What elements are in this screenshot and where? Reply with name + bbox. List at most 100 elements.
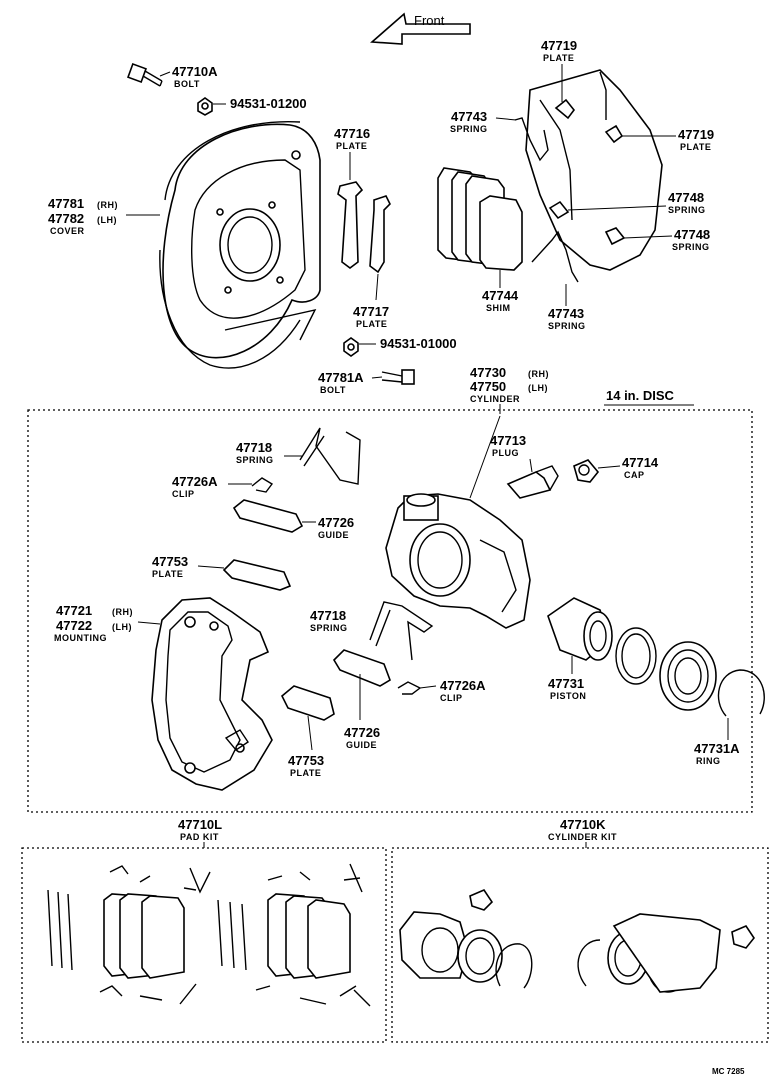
label-47731a-name: RING xyxy=(696,756,721,766)
label-94531-01000: 94531-01000 xyxy=(380,336,457,351)
label-47748-upper: 47748 xyxy=(668,190,704,205)
label-47718-upper-name: SPRING xyxy=(236,455,274,465)
spring-47718-lower xyxy=(369,601,434,661)
caliper-cylinder-body xyxy=(385,493,531,629)
guide-47726-lower xyxy=(332,649,391,687)
label-47730-sub: (RH) xyxy=(528,369,549,379)
piston-seal xyxy=(615,627,657,685)
label-47743-bottom: 47743 xyxy=(548,306,584,321)
cylinder-kit-contents xyxy=(399,889,755,993)
nut-94531-01200 xyxy=(197,97,213,116)
label-47718-lower-name: SPRING xyxy=(310,623,348,633)
label-47726-upper-name: GUIDE xyxy=(318,530,349,540)
ring-47731a xyxy=(717,669,765,717)
label-47716: 47716 xyxy=(334,126,370,141)
label-47719-right-name: PLATE xyxy=(680,142,711,152)
label-47726a-lower: 47726A xyxy=(440,678,486,693)
label-47726a-lower-name: CLIP xyxy=(440,693,463,703)
bolt-47781a xyxy=(381,369,415,385)
label-47743-bottom-name: SPRING xyxy=(548,321,586,331)
label-47722: 47722 xyxy=(56,618,92,633)
clip-47726a-upper xyxy=(251,477,274,493)
bolt-47710a xyxy=(127,63,163,87)
label-47710l: 47710L xyxy=(178,817,222,832)
label-47753-upper: 47753 xyxy=(152,554,188,569)
label-47726a-upper: 47726A xyxy=(172,474,218,489)
label-47781a: 47781A xyxy=(318,370,364,385)
label-47710k: 47710K xyxy=(560,817,606,832)
label-47782: 47782 xyxy=(48,211,84,226)
spring-47743-upper xyxy=(514,117,549,162)
label-47718-lower: 47718 xyxy=(310,608,346,623)
section-label: 14 in. DISC xyxy=(606,388,675,403)
dust-boot xyxy=(659,641,717,711)
label-47731: 47731 xyxy=(548,676,584,691)
label-47731-name: PISTON xyxy=(550,691,586,701)
label-47726-upper: 47726 xyxy=(318,515,354,530)
label-47716-name: PLATE xyxy=(336,141,367,151)
label-47721-sub: (RH) xyxy=(112,607,133,617)
label-47753-lower-name: PLATE xyxy=(290,768,321,778)
label-47731a: 47731A xyxy=(694,741,740,756)
label-47750-name: CYLINDER xyxy=(470,394,520,404)
label-47781a-name: BOLT xyxy=(320,385,346,395)
label-47744: 47744 xyxy=(482,288,519,303)
footer-code: MC 7285 xyxy=(712,1067,745,1076)
label-47753-lower: 47753 xyxy=(288,753,324,768)
cylinder-section-frame xyxy=(27,409,753,813)
cap-47714 xyxy=(573,459,600,483)
pad-support-bracket xyxy=(525,69,663,271)
label-47717: 47717 xyxy=(353,304,389,319)
pad-kit-frame xyxy=(21,847,387,1043)
label-47782-sub: (LH) xyxy=(97,215,117,225)
label-47750: 47750 xyxy=(470,379,506,394)
label-47781: 47781 xyxy=(48,196,84,211)
guide-47726-upper xyxy=(232,499,304,533)
label-47714: 47714 xyxy=(622,455,659,470)
label-47748-lower-name: SPRING xyxy=(672,242,710,252)
label-47719-right: 47719 xyxy=(678,127,714,142)
plate-47716 xyxy=(337,181,364,269)
label-47719-top-name: PLATE xyxy=(543,53,574,63)
spring-47718-upper xyxy=(299,427,361,485)
label-47710a-name: BOLT xyxy=(174,79,200,89)
label-47726a-upper-name: CLIP xyxy=(172,489,195,499)
pad-kit-contents xyxy=(47,863,371,1007)
label-47710k-name: CYLINDER KIT xyxy=(548,832,617,842)
label-47750-sub: (LH) xyxy=(528,383,548,393)
front-direction-arrow: Front xyxy=(370,12,471,45)
label-47713-name: PLUG xyxy=(492,448,519,458)
label-47782-name: COVER xyxy=(50,226,85,236)
label-47710a: 47710A xyxy=(172,64,218,79)
label-47743-top: 47743 xyxy=(451,109,487,124)
piston-47731 xyxy=(547,597,613,661)
label-47781-sub: (RH) xyxy=(97,200,118,210)
label-47726-lower: 47726 xyxy=(344,725,380,740)
shim-47744 xyxy=(479,195,523,271)
label-47719-top: 47719 xyxy=(541,38,577,53)
label-47718-upper: 47718 xyxy=(236,440,272,455)
label-47748-upper-name: SPRING xyxy=(668,205,706,215)
label-47721: 47721 xyxy=(56,603,92,618)
label-94531-01200: 94531-01200 xyxy=(230,96,307,111)
label-47722-name: MOUNTING xyxy=(54,633,107,643)
label-47722-sub: (LH) xyxy=(112,622,132,632)
nut-94531-01000 xyxy=(343,337,359,357)
caliper-mounting xyxy=(151,597,273,791)
front-label: Front xyxy=(414,13,445,28)
label-47713: 47713 xyxy=(490,433,526,448)
label-47748-lower: 47748 xyxy=(674,227,710,242)
label-47753-upper-name: PLATE xyxy=(152,569,183,579)
label-47726-lower-name: GUIDE xyxy=(346,740,377,750)
label-47730: 47730 xyxy=(470,365,506,380)
label-47714-name: CAP xyxy=(624,470,645,480)
plate-47717 xyxy=(369,195,391,274)
label-47744-name: SHIM xyxy=(486,303,511,313)
dust-cover xyxy=(159,120,321,369)
bleeder-plug-47713 xyxy=(506,465,559,499)
plate-47753-lower xyxy=(281,685,335,721)
plate-47753-upper xyxy=(222,559,292,591)
label-47743-top-name: SPRING xyxy=(450,124,488,134)
label-47717-name: PLATE xyxy=(356,319,387,329)
